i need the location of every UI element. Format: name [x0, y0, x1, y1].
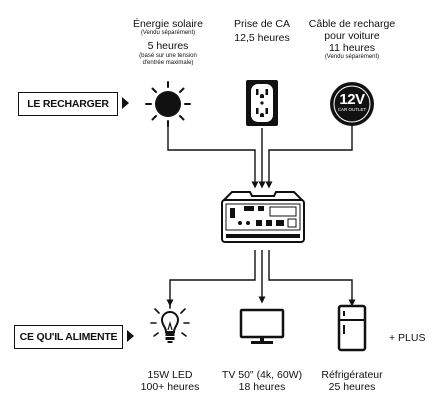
car-outlet-badge: 12V CAR OUTLET — [330, 92, 374, 113]
car-title-line2: pour voiture — [324, 30, 380, 43]
charge-connectors — [167, 126, 353, 189]
fridge-output: Réfrigérateur 25 heures — [302, 369, 402, 393]
light-bulb-icon — [150, 302, 190, 343]
car-outlet-badge-label: CAR OUTLET — [337, 107, 367, 112]
led-output: 15W LED 100+ heures — [120, 369, 220, 393]
ac-hours: 12,5 heures — [234, 32, 290, 45]
car-outlet-icon — [330, 82, 374, 126]
ac-source: Prise de CA 12,5 heures — [212, 18, 312, 44]
powers-banner: CE QU'IL ALIMENTE — [14, 325, 123, 349]
led-label: 15W LED — [147, 369, 193, 381]
car-title-line1: Câble de recharge — [308, 18, 396, 30]
ac-outlet-icon — [246, 80, 278, 126]
ac-title: Prise de CA — [233, 18, 291, 30]
fridge-label: Réfrigérateur — [321, 369, 383, 381]
led-hours: 100+ heures — [140, 381, 200, 394]
car-source: Câble de recharge pour voiture 11 heures… — [302, 18, 402, 62]
tv-label: TV 50" (4k, 60W) — [221, 369, 303, 381]
car-note: (Vendu séparément) — [324, 54, 380, 61]
fridge-icon — [337, 304, 367, 352]
tv-output: TV 50" (4k, 60W) 18 heures — [207, 369, 317, 393]
output-connectors — [166, 250, 356, 307]
tv-hours: 18 heures — [238, 381, 286, 394]
car-outlet-badge-voltage: 12V — [339, 91, 365, 108]
recharge-banner-label: LE RECHARGER — [27, 98, 109, 110]
tv-icon — [239, 308, 285, 344]
sun-icon — [145, 81, 191, 127]
solar-source: Énergie solaire (Vendu séparément) 5 heu… — [118, 18, 218, 68]
plus-more-label: + PLUS — [389, 332, 426, 344]
solar-title: Énergie solaire — [132, 18, 204, 30]
car-hours: 11 heures — [329, 42, 375, 55]
recharge-banner: LE RECHARGER — [18, 92, 118, 116]
power-station-icon — [221, 191, 305, 243]
fridge-hours: 25 heures — [328, 381, 376, 394]
powers-banner-label: CE QU'IL ALIMENTE — [19, 331, 118, 343]
solar-note: (Vendu séparément) — [140, 30, 196, 37]
solar-hours: 5 heures — [147, 39, 189, 52]
solar-basis: (basé sur une tension d'entrée maximale) — [139, 52, 197, 67]
